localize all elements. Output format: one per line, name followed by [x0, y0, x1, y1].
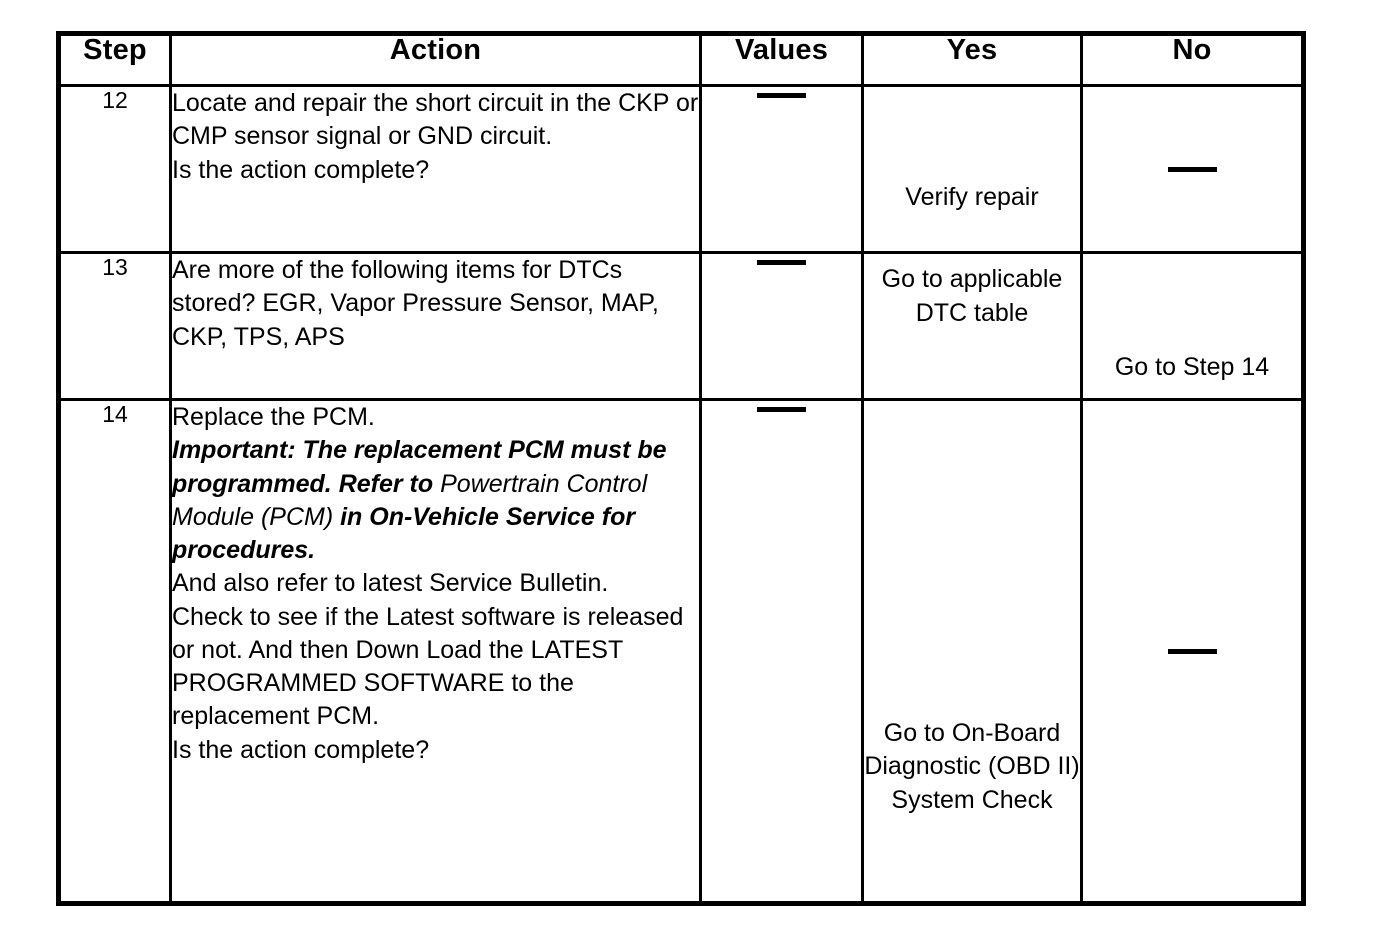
action-paragraph-bulletin: And also refer to latest Service Bulleti…: [172, 569, 609, 598]
reference-title-italic: Powertrain Control Module (PCM): [172, 469, 648, 531]
yes-branch-cell: Go to On-Board Diagnostic (OBD II) Syste…: [861, 398, 1083, 905]
yes-branch-text: Go to On-Board Diagnostic (OBD II) Syste…: [864, 718, 1080, 814]
yes-branch-cell: Go to applicable DTC table: [861, 251, 1083, 401]
action-question: Is the action complete?: [172, 735, 430, 764]
values-cell: [699, 251, 864, 401]
em-dash-icon: [757, 93, 806, 99]
action-paragraph: Are more of the following items for DTCs…: [172, 256, 659, 351]
dash-placeholder: [1083, 634, 1301, 668]
table-body: 12 Locate and repair the short circuit i…: [57, 84, 1305, 905]
header-row: Step Action Values Yes No: [57, 32, 1305, 87]
yes-branch-cell: Verify repair: [861, 84, 1083, 254]
step-number-cell: 13: [57, 251, 172, 401]
em-dash-icon: [757, 260, 806, 266]
action-cell: Are more of the following items for DTCs…: [169, 251, 702, 401]
action-cell: Locate and repair the short circuit in t…: [169, 84, 702, 254]
action-paragraph-software: Check to see if the Latest software is r…: [172, 602, 684, 731]
column-header-yes: Yes: [861, 32, 1083, 87]
no-branch-cell: [1080, 398, 1305, 905]
dash-placeholder: [702, 254, 861, 272]
action-cell: Replace the PCM. Important: The replacem…: [169, 398, 702, 905]
em-dash-icon: [757, 407, 806, 413]
table-row: 12 Locate and repair the short circuit i…: [57, 84, 1305, 254]
dash-placeholder: [1083, 152, 1301, 186]
yes-branch-text: Verify repair: [905, 183, 1039, 212]
em-dash-icon: [1167, 167, 1217, 173]
table-header: Step Action Values Yes No: [57, 32, 1305, 87]
values-cell: [699, 398, 864, 905]
action-paragraph-important: Important: The replacement PCM must be p…: [172, 434, 699, 567]
column-header-step: Step: [57, 32, 172, 87]
values-cell: [699, 84, 864, 254]
column-header-values: Values: [699, 32, 864, 87]
step-number-cell: 12: [57, 84, 172, 254]
action-question: Is the action complete?: [172, 155, 430, 184]
em-dash-icon: [1167, 649, 1217, 655]
column-header-action: Action: [169, 32, 702, 87]
step-number-cell: 14: [57, 398, 172, 905]
no-branch-cell: Go to Step 14: [1080, 251, 1305, 401]
dash-placeholder: [702, 401, 861, 419]
diagnostic-step-table: Step Action Values Yes No 12 Locate and …: [56, 31, 1306, 906]
important-bold-lead: Important: The replacement PCM must be p…: [172, 436, 667, 498]
action-paragraph-replace: Replace the PCM.: [172, 403, 375, 431]
dash-placeholder: [702, 87, 861, 105]
action-paragraph: Locate and repair the short circuit in t…: [172, 89, 699, 151]
table-row: 13 Are more of the following items for D…: [57, 251, 1305, 401]
important-bold-tail: in On-Vehicle Service for procedures.: [172, 502, 636, 564]
column-header-no: No: [1080, 32, 1305, 87]
no-branch-cell: [1080, 84, 1305, 254]
table-row: 14 Replace the PCM. Important: The repla…: [57, 398, 1305, 905]
